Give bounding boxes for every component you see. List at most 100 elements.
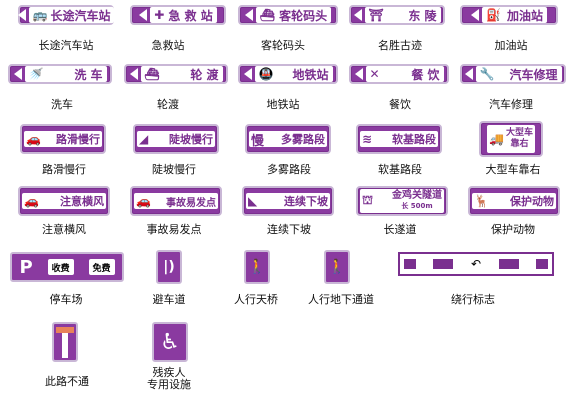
sign-disabled-facility: ♿ [152, 322, 188, 362]
sign-underpass: 🚶 [324, 250, 350, 284]
ship-icon: ⛴ [259, 8, 276, 22]
caption: 陡坡慢行 [152, 163, 196, 176]
sign-text-line1: 大型车 [505, 128, 533, 138]
sign-text-block: 金鸡关隧道 长 500m [392, 191, 442, 211]
sign-text-block: 大型车 靠右 [506, 128, 533, 150]
escape-lane-icon: |) [163, 259, 175, 275]
sign-text: 客轮码头 [279, 8, 328, 23]
arrow-left-icon [464, 68, 473, 80]
subway-icon: 🚇 [258, 67, 274, 81]
sign-subway: 🚇 地铁站 [238, 64, 338, 84]
sign-long-distance-bus: 🚌长途汽车站 [17, 5, 115, 25]
fog-icon: 慢 [251, 133, 265, 149]
sign-first-aid: ✚急 救 站 [130, 5, 226, 25]
sign-text: 多雾路段 [281, 133, 325, 146]
caption: 事故易发点 [146, 223, 202, 236]
sign-ship-terminal: ⛴客轮码头 [238, 5, 338, 25]
sign-car-repair: 🔧汽车修理 [460, 64, 566, 84]
caption-line2: 专用设施 [147, 378, 191, 391]
sign-tunnel: ⛫ 金鸡关隧道 长 500m [356, 186, 448, 216]
caption: 停车场 [49, 293, 83, 306]
caption: 客轮码头 [261, 39, 305, 52]
sign-text: 汽车修理 [509, 67, 558, 82]
sign-text: 餐 饮 [411, 67, 440, 82]
sign-steep-slope: ◢陡坡慢行 [133, 124, 219, 154]
wind-icon: 🚗 [24, 194, 39, 208]
sign-text: 路滑慢行 [56, 133, 100, 146]
fuel-pump-icon: ⛽ [486, 8, 501, 22]
caption: 残疾人 专用设施 [147, 367, 191, 391]
arrow-left-icon [244, 9, 253, 21]
sign-text: 陡坡慢行 [169, 133, 213, 146]
sign-dining: ✕餐 饮 [349, 64, 449, 84]
sign-subtext: 长 500m [401, 202, 433, 210]
sign-crosswind: 🚗 注意横风 [18, 186, 110, 216]
caption: 长遂道 [383, 223, 417, 236]
sign-detour: ↶ [398, 252, 554, 276]
sign-plate: ✚急 救 站 [150, 7, 217, 23]
sign-plate: 🚚 大型车 靠右 [487, 125, 535, 153]
sign-plate: ⛩东 陵 [364, 7, 441, 23]
caption: 路滑慢行 [42, 163, 86, 176]
sign-plate: ⛽ 加油站 [482, 7, 547, 23]
caption: 人行地下通道 [308, 293, 374, 306]
soft-base-icon: ≋ [362, 132, 373, 146]
sign-text: 连续下坡 [284, 195, 328, 208]
caption: 软基路段 [378, 163, 422, 176]
arrow-left-icon [139, 9, 148, 21]
sign-escape-lane: |) [156, 250, 182, 284]
sign-plate: 🚗路滑慢行 [24, 131, 102, 147]
caption: 洗车 [51, 98, 73, 111]
sign-fog: 慢 多雾路段 [245, 124, 331, 154]
sign-protect-animals: 🦌保护动物 [468, 186, 560, 216]
arrow-left-icon [471, 9, 480, 21]
tunnel-icon: ⛫ [362, 193, 374, 207]
free-label: 免费 [88, 259, 115, 275]
sign-text: 东 陵 [408, 8, 437, 23]
truck-icon: 🚚 [489, 132, 504, 146]
caption: 避车道 [152, 293, 186, 306]
sign-text: 加油站 [506, 8, 543, 23]
sign-text: 事故易发点 [166, 197, 216, 209]
sign-truck-keep-right: 🚚 大型车 靠右 [479, 121, 543, 157]
sign-parking: P 收费 免费 [10, 252, 124, 282]
ambulance-icon: ✚ [154, 8, 165, 22]
sign-plate: 🚿洗 车 [24, 66, 107, 82]
sign-plate: 🚇 地铁站 [254, 66, 333, 82]
arrow-left-icon [13, 68, 22, 80]
caption: 连续下坡 [267, 223, 311, 236]
caption: 注意横风 [42, 223, 86, 236]
detour-block-icon [498, 259, 519, 269]
underpass-icon: 🚶 [328, 259, 346, 275]
detour-arrow-icon: ↶ [470, 257, 482, 271]
sign-plate: ⛫ 金鸡关隧道 长 500m [360, 189, 444, 213]
detour-block-icon [433, 259, 454, 269]
sign-text: 洗 车 [74, 67, 103, 82]
downhill-icon: ◣ [248, 194, 258, 208]
caption: 加油站 [494, 39, 528, 52]
arrow-left-icon [243, 68, 252, 80]
sign-accident-prone: 🚗事故易发点 [130, 186, 222, 216]
caption: 长途汽车站 [38, 39, 94, 52]
ferry-icon: ⛴ [144, 67, 160, 81]
caption: 大型车靠右 [485, 163, 541, 176]
sign-dead-end [52, 322, 78, 362]
sign-plate: 🚌长途汽车站 [28, 7, 115, 23]
sign-text: 注意横风 [60, 195, 104, 208]
deer-icon: 🦌 [474, 194, 489, 208]
sign-gas-station: ⛽ 加油站 [460, 5, 558, 25]
sign-ferry: ⛴轮 渡 [124, 64, 228, 84]
sign-continuous-downhill: ◣ 连续下坡 [242, 186, 334, 216]
caption: 汽车修理 [489, 98, 533, 111]
sign-plate: ✕餐 饮 [365, 66, 444, 82]
caption: 此路不通 [45, 375, 89, 388]
sign-plate: 🚗 注意横风 [22, 193, 106, 209]
sign-plate: ◣ 连续下坡 [246, 193, 330, 209]
sign-text: 软基路段 [392, 133, 436, 146]
caption: 保护动物 [491, 223, 535, 236]
sign-plate: 🦌保护动物 [472, 193, 556, 209]
sign-text: 急 救 站 [168, 8, 213, 23]
caption: 多雾路段 [267, 163, 311, 176]
sign-text: 地铁站 [292, 67, 329, 82]
caption: 急救站 [151, 39, 185, 52]
